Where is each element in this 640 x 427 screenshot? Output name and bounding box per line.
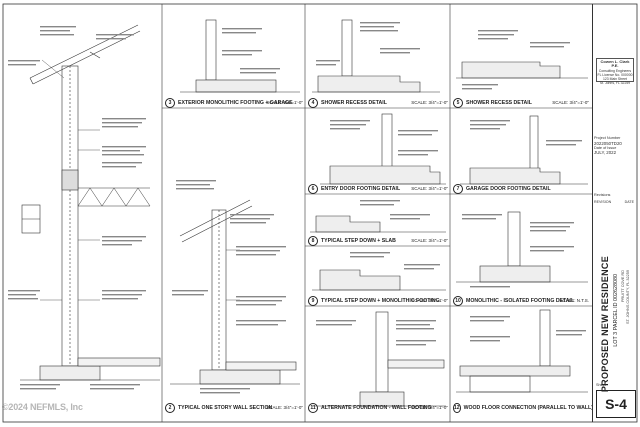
date-col: DATE [624,200,634,204]
firm-line: St. Johns, FL 32259 [599,81,631,86]
sheet-number: S-4 [596,390,636,418]
detail-scale: SCALE: 3/4"=1'-0" [411,405,448,410]
firm-name: Cowen L. Clark P.E. [600,59,630,69]
detail-title: TYPICAL STEP DOWN + MONOLITHIC FOOTING [321,297,440,304]
detail-title: WOOD FLOOR CONNECTION (PARALLEL TO WALL) [463,404,593,411]
sheet-label: Sheet [596,383,606,387]
detail-caption: 10 MONOLITHIC - ISOLATED FOOTING DETAIL … [453,295,589,306]
project-title: PROPOSED NEW RESIDENCE [600,256,610,393]
revision-col: REVISION [594,200,612,204]
title-block [592,4,637,422]
detail-title: SHOWER RECESS DETAIL [321,99,387,106]
detail-caption: 11 ALTERNATE FOUNDATION - WALL FOOTING S… [308,402,448,413]
detail-scale: SCALE: 3/4"=1'-0" [411,238,448,243]
detail-title: GARAGE DOOR FOOTING DETAIL [466,185,551,192]
detail-title: EXTERIOR MONOLITHIC FOOTING + GARAGE [178,99,293,106]
detail-caption: 12 WOOD FLOOR CONNECTION (PARALLEL TO WA… [453,402,593,413]
detail-caption: 8 TYPICAL STEP DOWN + SLAB SCALE: 3/4"=1… [308,235,448,246]
project-number-label: Project Number [594,136,621,140]
address-line: ST. JOHNS COUNTY, FL 32259 [626,270,630,325]
detail-caption: 2 TYPICAL ONE STORY WALL SECTION SCALE: … [165,402,303,413]
detail-scale: SCALE: 3/4"=1'-0" [266,405,303,410]
detail-scale: SCALE: 3/4"=1'-0" [266,100,303,105]
detail-scale: SCALE: 3/4"=1'-0" [411,100,448,105]
detail-number: 9 [308,295,318,306]
project-title-block: PROPOSED NEW RESIDENCE LOT 3 PARCEL ID 0… [598,236,630,396]
detail-title: ENTRY DOOR FOOTING DETAIL [321,185,401,192]
detail-scale: SCALE: N.T.S. [559,298,589,303]
firm-line: Consulting Engineers [598,68,632,73]
detail-number: 2 [165,402,175,413]
detail-caption: 4 SHOWER RECESS DETAIL SCALE: 3/4"=1'-0" [308,97,448,108]
detail-title: TYPICAL ONE STORY WALL SECTION [178,404,273,411]
firm-line: 123 Main Street [603,77,627,82]
revisions-label: Revisions [594,193,611,197]
detail-number: 8 [308,235,318,246]
issue-date: JULY, 2022 [594,150,617,155]
detail-title: TYPICAL STEP DOWN + SLAB [321,237,396,244]
detail-caption: 9 TYPICAL STEP DOWN + MONOLITHIC FOOTING… [308,295,448,306]
engineer-stamp: Cowen L. Clark P.E. Consulting Engineers… [596,58,634,86]
revision-header: REVISION DATE [594,200,634,204]
lot-parcel: LOT 3 PARCEL ID 002628080 [613,274,619,347]
detail-number: 5 [453,97,463,108]
watermark: ©2024 NEFMLS, Inc [2,402,83,412]
detail-number: 7 [453,183,463,194]
detail-scale: SCALE: 3/4"=1'-0" [552,100,589,105]
date-label: Date of Issue [594,146,617,150]
detail-scale: SCALE: 3/4"=1'-0" [411,298,448,303]
detail-caption: 3 EXTERIOR MONOLITHIC FOOTING + GARAGE S… [165,97,303,108]
address-line: PRUITT COVE RD [621,270,625,302]
detail-number: 4 [308,97,318,108]
detail-number: 12 [453,402,461,413]
detail-title: SHOWER RECESS DETAIL [466,99,532,106]
detail-caption: 7 GARAGE DOOR FOOTING DETAIL [453,183,589,194]
detail-number: 3 [165,97,175,108]
detail-number: 11 [308,402,318,413]
project-number: 2022050TD20 [594,141,622,146]
detail-title: MONOLITHIC - ISOLATED FOOTING DETAIL [466,297,575,304]
detail-caption: 6 ENTRY DOOR FOOTING DETAIL SCALE: 3/4"=… [308,183,448,194]
detail-title: ALTERNATE FOUNDATION - WALL FOOTING [321,404,432,411]
detail-number: 6 [308,183,318,194]
detail-scale: SCALE: 3/4"=1'-0" [411,186,448,191]
detail-number: 10 [453,295,463,306]
detail-caption: 5 SHOWER RECESS DETAIL SCALE: 3/4"=1'-0" [453,97,589,108]
firm-line: FL License No. 000000 [597,72,633,77]
